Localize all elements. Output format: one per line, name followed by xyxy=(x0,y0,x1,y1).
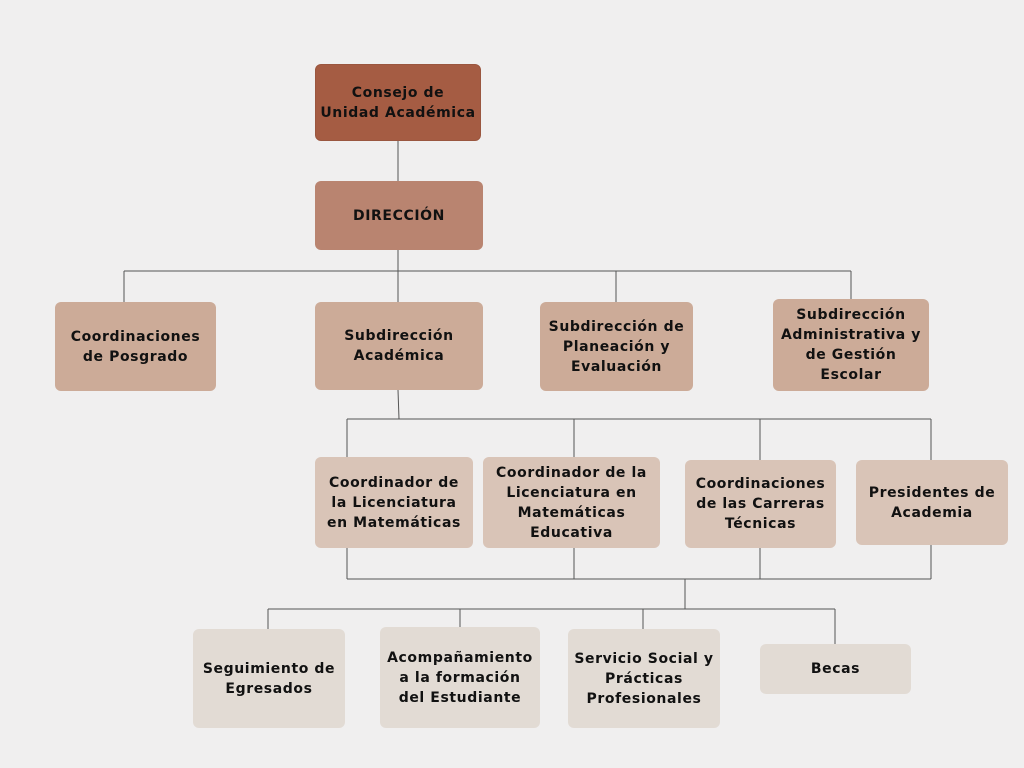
node-coordinador-licenciatura-matematicas-label: Coordinador de la Licenciatura en Matemá… xyxy=(327,474,461,531)
node-acompanamiento-estudiante-label: Acompañamiento a la formación del Estudi… xyxy=(387,649,533,706)
node-coordinaciones-carreras-tecnicas: Coordinaciones de las Carreras Técnicas xyxy=(685,460,836,548)
node-coordinador-licenciatura-matematicas: Coordinador de la Licenciatura en Matemá… xyxy=(315,457,473,548)
node-direccion-label: DIRECCIÓN xyxy=(353,207,445,224)
node-direccion: DIRECCIÓN xyxy=(315,181,483,250)
node-consejo: Consejo de Unidad Académica xyxy=(315,64,481,141)
node-servicio-social-label: Servicio Social y Prácticas Profesionale… xyxy=(574,650,714,707)
node-subdireccion-academica-label: Subdirección Académica xyxy=(344,328,454,364)
node-consejo-label: Consejo de Unidad Académica xyxy=(320,84,476,121)
connector-sub-academica-bus xyxy=(397,389,400,420)
node-servicio-social: Servicio Social y Prácticas Profesionale… xyxy=(568,629,720,728)
node-becas: Becas xyxy=(760,644,911,694)
node-presidentes-academia-label: Presidentes de Academia xyxy=(868,484,996,521)
node-subdireccion-administrativa-label: Subdirección Administrativa y de Gestión… xyxy=(780,307,922,383)
node-subdireccion-planeacion: Subdirección de Planeación y Evaluación xyxy=(540,302,693,391)
node-subdireccion-administrativa: Subdirección Administrativa y de Gestión… xyxy=(773,299,929,391)
node-acompanamiento-estudiante: Acompañamiento a la formación del Estudi… xyxy=(380,627,540,728)
node-coordinaciones-posgrado-label: Coordinaciones de Posgrado xyxy=(70,328,201,365)
node-coordinador-licenciatura-matematicas-educativa-label: Coordinador de la Licenciatura en Matemá… xyxy=(496,464,647,541)
node-presidentes-academia: Presidentes de Academia xyxy=(856,460,1008,545)
node-coordinador-licenciatura-matematicas-educativa: Coordinador de la Licenciatura en Matemá… xyxy=(483,457,660,548)
node-subdireccion-academica: Subdirección Académica xyxy=(315,302,483,390)
node-seguimiento-egresados: Seguimiento de Egresados xyxy=(193,629,345,728)
node-seguimiento-egresados-label: Seguimiento de Egresados xyxy=(202,660,336,697)
node-coordinaciones-posgrado: Coordinaciones de Posgrado xyxy=(55,302,216,391)
node-becas-label: Becas xyxy=(810,661,861,677)
node-subdireccion-planeacion-label: Subdirección de Planeación y Evaluación xyxy=(548,318,685,375)
node-coordinaciones-carreras-tecnicas-label: Coordinaciones de las Carreras Técnicas xyxy=(695,476,826,532)
